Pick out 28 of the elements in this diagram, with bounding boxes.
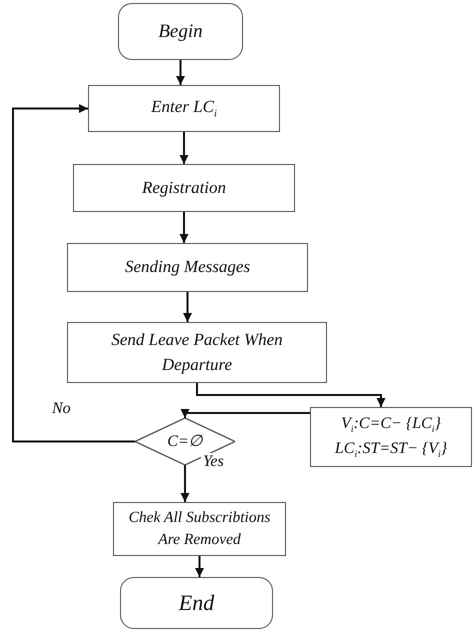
- node-text: C=∅: [166, 432, 204, 452]
- terminal-box: [120, 577, 273, 629]
- arrow: [180, 465, 190, 502]
- process-box: [88, 85, 280, 132]
- process-box: [73, 164, 295, 212]
- arrow: [180, 132, 188, 164]
- arrow: [12, 104, 135, 442]
- arrow: [180, 212, 188, 243]
- node-text: Send Leave Packet When Departure: [110, 328, 284, 376]
- decision-diamond: [135, 418, 235, 465]
- process-box: [67, 322, 327, 383]
- arrow: [183, 292, 192, 322]
- arrow: [195, 556, 204, 577]
- process-box: [113, 502, 286, 556]
- node-text: V$_{i}$:C=C− {LC$_{i}$}: [340, 414, 442, 437]
- node-text: Registration: [140, 176, 228, 199]
- process-box: [67, 243, 308, 292]
- node-text: Enter LC$_{i}$: [150, 96, 218, 122]
- node-text: Sending Messages: [124, 256, 252, 278]
- process-box: [310, 407, 472, 467]
- node-text: End: [178, 589, 216, 618]
- terminal-box: [118, 3, 243, 60]
- arrow: [180, 409, 310, 418]
- node-text: LC$_{i}$:ST=ST− {V$_{i}$}: [334, 439, 448, 462]
- node-text: Begin: [157, 20, 204, 44]
- arrow: [176, 60, 185, 85]
- node-text: Chek All Subscribtions Are Removed: [128, 508, 272, 550]
- arrow: [196, 383, 386, 407]
